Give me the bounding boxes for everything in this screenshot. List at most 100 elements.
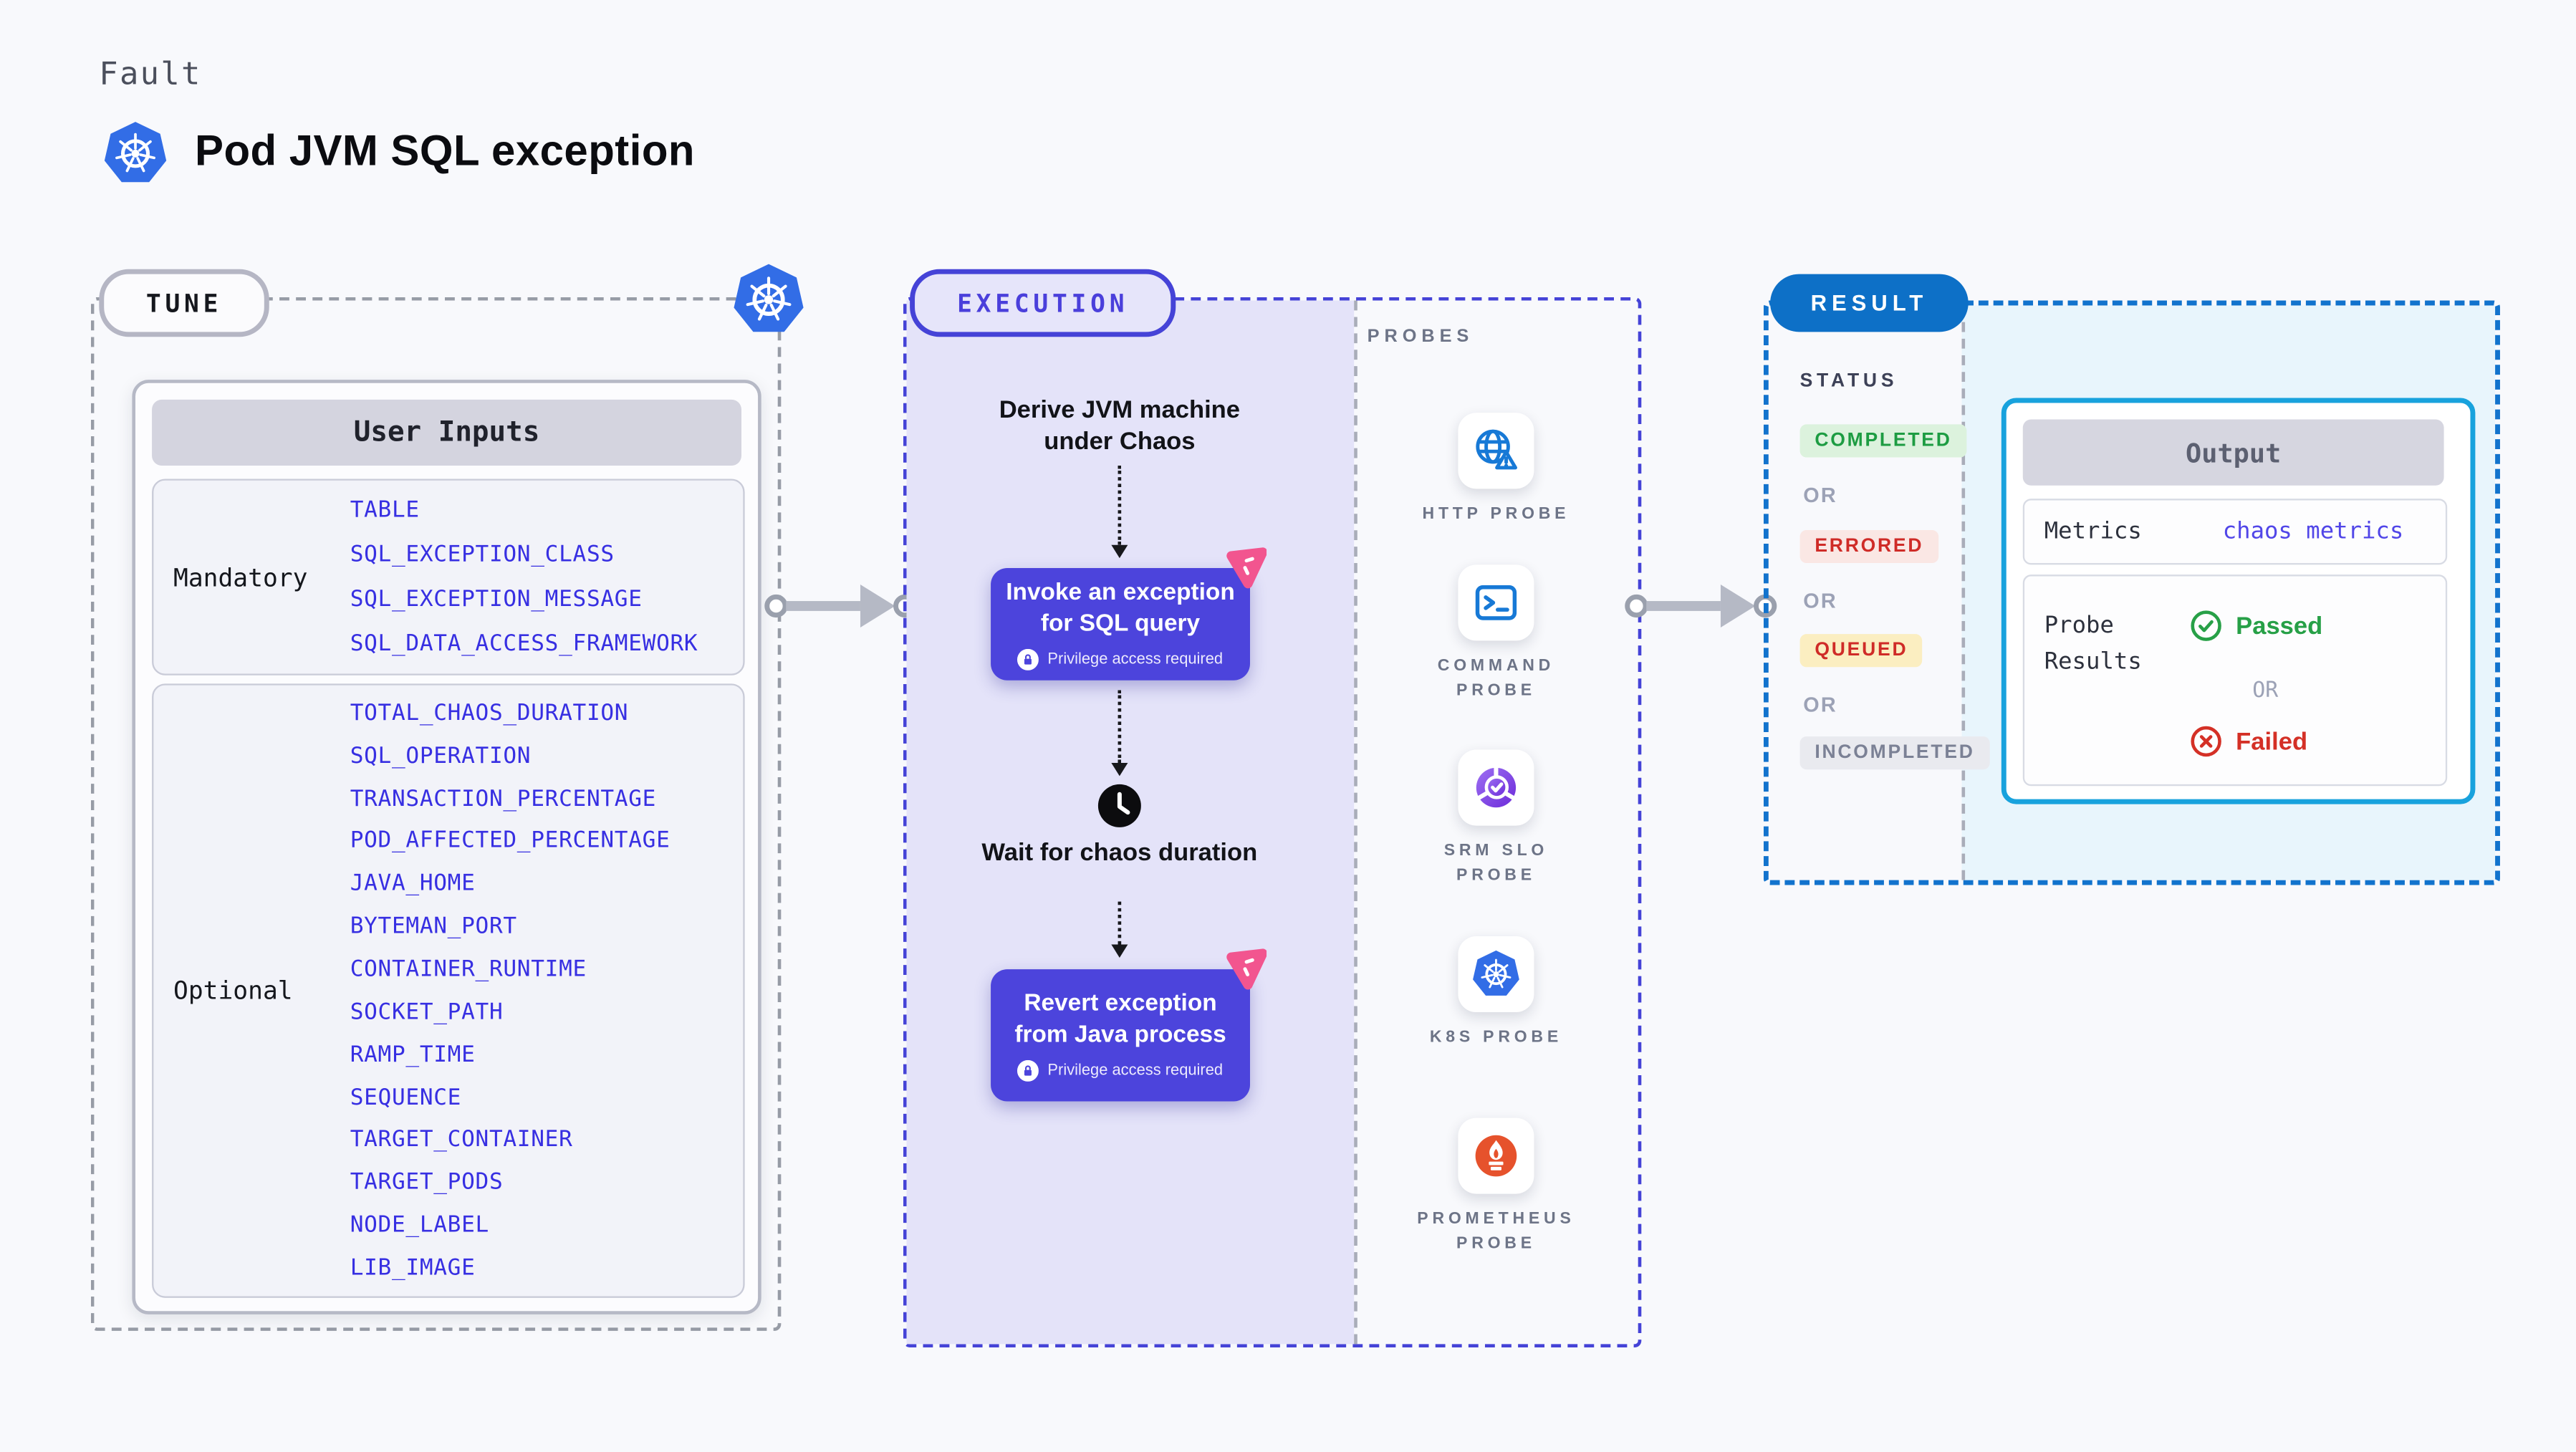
fault-kicker: Fault [99,56,202,93]
clock-icon [1097,783,1143,837]
chaos-icon [1222,948,1267,1001]
arrow-head [860,585,895,628]
metrics-row: Metrics chaos metrics [2022,499,2448,565]
input-field: SQL_DATA_ACCESS_FRAMEWORK [350,631,698,658]
or-separator: OR [1803,693,1838,717]
privilege-note-label: Privilege access required [1047,1061,1224,1080]
output-panel: Output Metrics chaos metrics Probe Resul… [2001,398,2476,804]
input-field: BYTEMAN_PORT [350,913,517,940]
or-separator: OR [1803,589,1838,613]
status-output-divider [1961,305,1966,880]
status-badge-incompleted: INCOMPLETED [1799,736,1990,770]
revert-exception-node: Revert exception from Java process Privi… [991,969,1250,1102]
failed-status: Failed [2190,725,2307,758]
x-circle-icon [2191,726,2221,757]
derive-step-text: Derive JVM machine under Chaos [999,396,1241,456]
status-heading: STATUS [1799,371,1898,392]
input-field: NODE_LABEL [350,1212,489,1239]
result-section: RESULT STATUS COMPLETED OR ERRORED OR QU… [1763,274,2500,885]
output-header: Output [2022,419,2444,486]
privilege-note: Privilege access required [1017,1059,1224,1082]
input-field: POD_AFFECTED_PERCENTAGE [350,827,671,855]
page-title: Pod JVM SQL exception [195,125,695,176]
input-field: JAVA_HOME [350,870,476,898]
metrics-label: Metrics [2044,518,2142,545]
revert-step-label: Revert exception from Java process [1014,991,1226,1049]
flow-connector [1118,466,1122,545]
probe-item: SRM SLO PROBE [1400,749,1592,889]
input-field: SEQUENCE [350,1084,462,1111]
input-field: TARGET_PODS [350,1169,504,1196]
srm-slo-probe-card [1458,749,1534,826]
tune-to-execution-arrow [764,583,917,630]
execution-probes-divider [1354,300,1357,1345]
globe-alert-icon [1476,429,1517,470]
tune-section: TUNE User Inputs Mandatory TABLE SQL_EXC… [90,297,782,1331]
chaos-icon [1222,547,1267,600]
probe-label: K8S PROBE [1429,1029,1562,1047]
flow-connector [1118,901,1122,945]
invoke-step-label: Invoke an exception for SQL query [1006,580,1235,638]
probes-heading: PROBES [1367,327,1474,347]
optional-fields: TOTAL_CHAOS_DURATION SQL_OPERATION TRANS… [350,692,734,1289]
execution-to-result-arrow [1625,583,1777,630]
execution-section: EXECUTION Derive JVM machine under Chaos… [903,269,1642,1347]
gauge-check-icon [1476,767,1517,808]
mandatory-label: Mandatory [173,562,308,592]
http-probe-card [1458,413,1534,489]
input-field: SQL_OPERATION [350,742,532,769]
user-inputs-header: User Inputs [152,399,742,466]
arrow-line [1646,601,1721,611]
privilege-note: Privilege access required [1017,648,1224,670]
input-field: TARGET_CONTAINER [350,1126,573,1153]
flow-connector-arrow [1111,762,1128,784]
optional-inputs-card: Optional TOTAL_CHAOS_DURATION SQL_OPERAT… [152,683,745,1298]
input-field: TOTAL_CHAOS_DURATION [350,700,629,727]
probe-item: K8S PROBE [1400,936,1592,1050]
status-badge-queued: QUEUED [1799,634,1923,668]
prometheus-flame-icon [1475,1135,1517,1177]
or-separator: OR [2252,678,2279,703]
privilege-note-label: Privilege access required [1047,650,1224,669]
result-badge: RESULT [1770,274,1969,332]
passed-status: Passed [2190,610,2323,643]
mandatory-fields: TABLE SQL_EXCEPTION_CLASS SQL_EXCEPTION_… [350,487,734,667]
probe-label: COMMAND PROBE [1437,657,1555,701]
command-probe-card [1458,564,1534,641]
connector-node [764,594,788,618]
user-inputs-panel: User Inputs Mandatory TABLE SQL_EXCEPTIO… [132,380,761,1314]
execution-badge: EXECUTION [910,269,1176,337]
probe-item: PROMETHEUS PROBE [1400,1117,1592,1257]
probe-label: PROMETHEUS PROBE [1417,1210,1575,1254]
flow-connector [1118,690,1122,763]
prometheus-probe-card [1458,1117,1534,1194]
probe-label: HTTP PROBE [1422,505,1570,524]
passed-label: Passed [2236,612,2323,640]
probe-item: HTTP PROBE [1400,413,1592,527]
status-badge-completed: COMPLETED [1799,424,1967,458]
kubernetes-icon [1471,949,1521,997]
arrow-line [786,601,860,611]
lock-icon [1017,648,1039,670]
failed-label: Failed [2236,727,2308,756]
probe-item: COMMAND PROBE [1400,564,1592,703]
probe-results-label: Probe Results [2044,612,2142,675]
check-circle-icon [2191,610,2221,641]
invoke-exception-node: Invoke an exception for SQL query Privil… [991,568,1250,681]
metrics-value: chaos metrics [2222,518,2404,545]
flow-connector-arrow [1111,544,1128,567]
input-field: SQL_EXCEPTION_MESSAGE [350,586,643,613]
arrow-head [1720,585,1756,628]
kubernetes-icon [731,263,806,345]
input-field: LIB_IMAGE [350,1254,476,1282]
probe-results-row: Probe Results Passed OR Failed [2022,574,2448,787]
kubernetes-icon [102,120,168,195]
probe-label: SRM SLO PROBE [1443,842,1549,885]
lock-icon [1017,1059,1039,1082]
mandatory-inputs-card: Mandatory TABLE SQL_EXCEPTION_CLASS SQL_… [152,479,745,675]
tune-badge: TUNE [99,269,269,337]
input-field: TABLE [350,496,420,523]
connector-node [1625,594,1648,618]
optional-label: Optional [173,976,293,1006]
